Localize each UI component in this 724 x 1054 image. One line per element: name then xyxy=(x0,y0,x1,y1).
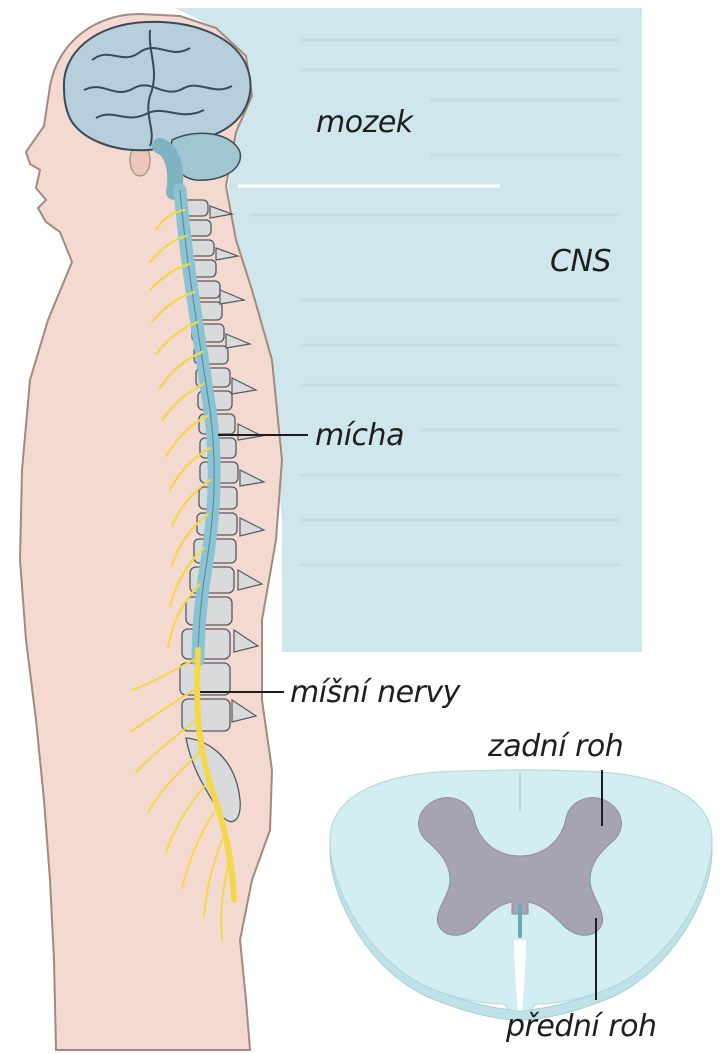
label-micha: mícha xyxy=(315,418,404,453)
label-misni-nervy: míšní nervy xyxy=(290,675,460,710)
label-cns: CNS xyxy=(550,244,611,279)
label-predni-roh: přední roh xyxy=(506,1009,656,1044)
label-zadni-roh: zadní roh xyxy=(488,729,623,764)
spinal-cross-section xyxy=(330,770,712,1020)
brain xyxy=(64,22,251,150)
label-mozek: mozek xyxy=(316,105,413,140)
